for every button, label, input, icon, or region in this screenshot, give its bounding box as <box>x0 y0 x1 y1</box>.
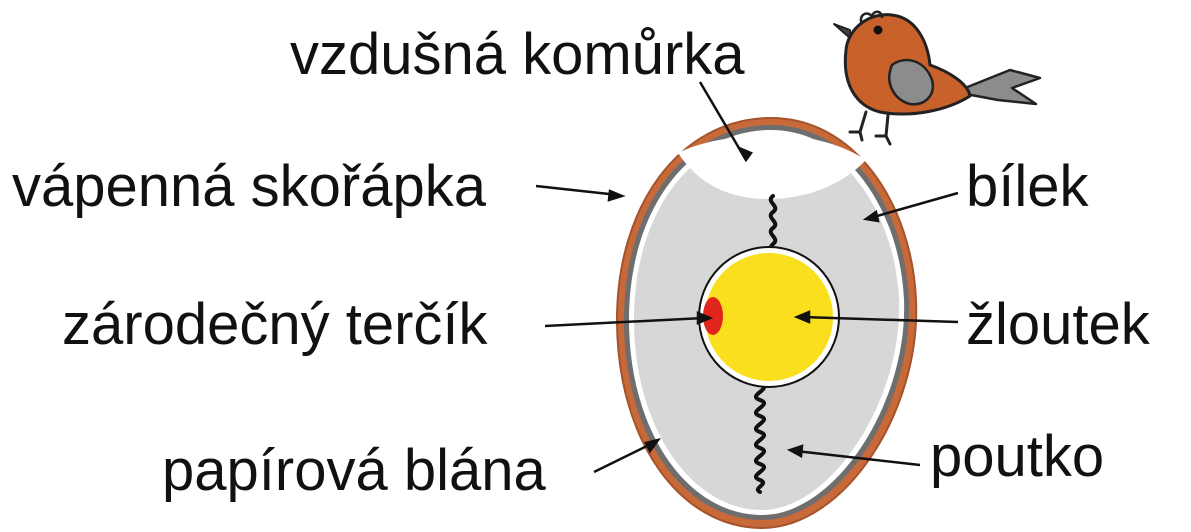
air-cell <box>678 134 866 200</box>
label-shell: vápenná skořápka <box>12 154 487 219</box>
label-albumen: bílek <box>966 154 1090 219</box>
leader-lines <box>535 81 959 474</box>
leader-germinal-disc <box>544 316 705 328</box>
leader-chalaza <box>795 449 921 467</box>
leader-albumen <box>869 191 959 220</box>
label-air-cell: vzdušná komůrka <box>290 22 745 87</box>
germinal-disc <box>703 297 723 335</box>
leader-yolk <box>801 315 959 324</box>
egg <box>615 116 918 530</box>
yolk-core <box>705 253 833 381</box>
bird-icon <box>833 10 1042 146</box>
label-yolk: žloutek <box>966 292 1151 357</box>
label-shell-membrane: papírová blána <box>162 438 546 503</box>
leader-shell <box>535 184 619 197</box>
label-chalaza: poutko <box>930 424 1104 489</box>
label-germinal-disc: zárodečný terčík <box>62 292 489 357</box>
chalaza-bottom <box>754 382 766 494</box>
leader-membrane <box>593 441 654 474</box>
